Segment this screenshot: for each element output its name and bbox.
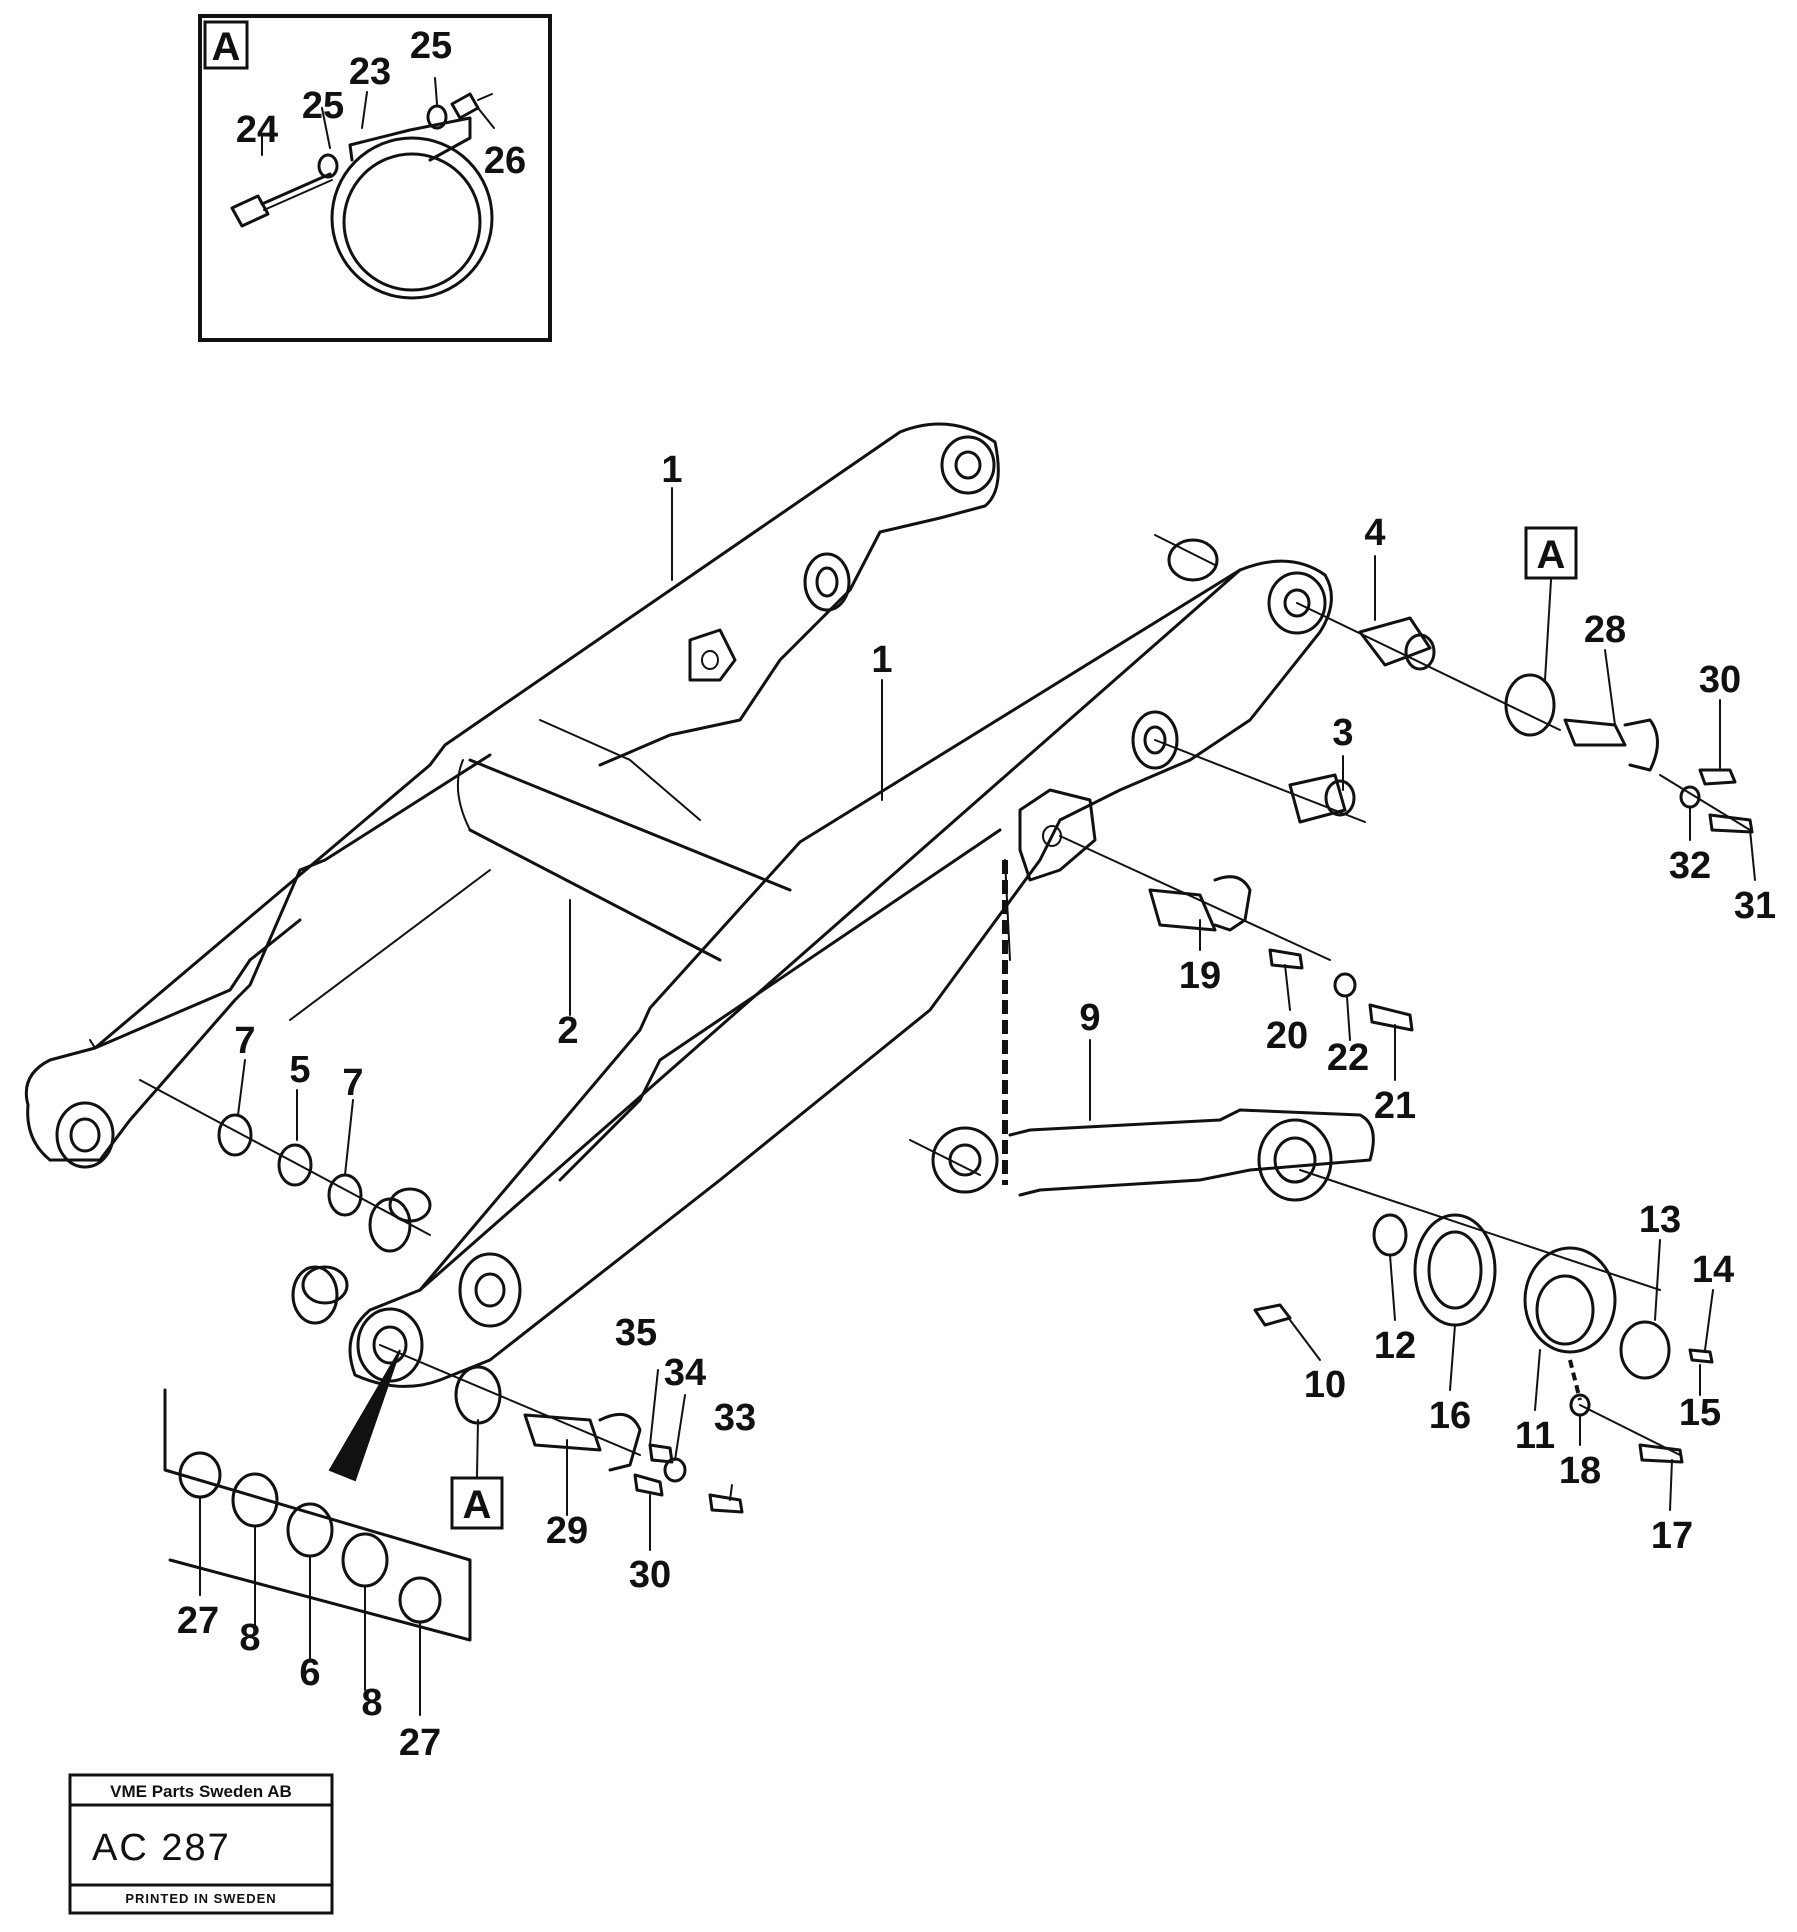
callout-12: 12	[1374, 1325, 1416, 1367]
callout-19: 19	[1179, 955, 1221, 997]
detail-callout-25-right: 25	[410, 25, 452, 67]
grease-nipple-icon	[1253, 1303, 1292, 1327]
cylinder	[909, 860, 1661, 1291]
callout-32: 32	[1669, 845, 1711, 887]
callout-15: 15	[1679, 1392, 1721, 1434]
callout-34: 34	[664, 1352, 706, 1394]
leader-lines	[199, 487, 1756, 1716]
callout-21: 21	[1374, 1085, 1416, 1127]
cross-tube	[456, 719, 792, 962]
clamp-ring-icon	[330, 116, 494, 300]
callout-13: 13	[1639, 1199, 1681, 1241]
title-block-drawing-number: AC 287	[92, 1827, 231, 1869]
callout-7-left: 7	[234, 1020, 255, 1062]
callout-33: 33	[714, 1397, 756, 1439]
callout-27-left: 27	[177, 1600, 219, 1642]
callout-labels: 1 1 2 3 4 5 6 7 7 8 8 9 10 11 12 13 14 1…	[177, 449, 1776, 1764]
detail-a-label: A	[212, 25, 241, 69]
callout-8-left: 8	[239, 1617, 260, 1659]
callout-18: 18	[1559, 1450, 1601, 1492]
callout-4: 4	[1364, 512, 1385, 554]
title-block-printed: PRINTED IN SWEDEN	[125, 1891, 276, 1906]
callout-27-right: 27	[399, 1722, 441, 1764]
callout-14: 14	[1692, 1249, 1734, 1291]
pin-assembly-lower-left	[139, 1079, 432, 1253]
callout-8-right: 8	[361, 1682, 382, 1724]
pin-assembly-lower-centre	[291, 1265, 744, 1514]
callout-1-upper: 1	[661, 449, 682, 491]
callout-7-right: 7	[342, 1062, 363, 1104]
callout-10: 10	[1304, 1364, 1346, 1406]
callout-29: 29	[546, 1510, 588, 1552]
callout-11: 11	[1515, 1415, 1555, 1457]
reference-marker-lower-label: A	[463, 1483, 492, 1527]
reference-marker-upper-label: A	[1537, 533, 1566, 577]
bushing-set	[163, 1349, 472, 1642]
boom-arm-right	[348, 559, 1333, 1388]
callout-9: 9	[1079, 997, 1100, 1039]
detail-callout-25-left: 25	[302, 85, 344, 127]
callout-30-upper: 30	[1699, 659, 1741, 701]
detail-callout-23: 23	[349, 51, 391, 93]
bolt-icon	[230, 153, 339, 228]
boom-arm-left	[24, 422, 1000, 1169]
title-block: VME Parts Sweden AB AC 287 PRINTED IN SW…	[68, 1773, 334, 1915]
callout-1-lower: 1	[871, 639, 892, 681]
callout-17: 17	[1651, 1515, 1693, 1557]
callout-5: 5	[289, 1049, 310, 1091]
callout-20: 20	[1266, 1015, 1308, 1057]
detail-callout-24: 24	[236, 109, 278, 151]
callout-28: 28	[1584, 609, 1626, 651]
detail-callout-26: 26	[484, 140, 526, 182]
callout-2: 2	[557, 1010, 578, 1052]
callout-31: 31	[1734, 885, 1776, 927]
callout-6: 6	[299, 1652, 320, 1694]
callout-22: 22	[1327, 1037, 1369, 1079]
detail-a-inset: A 23 25 25 24 26	[198, 14, 552, 342]
reference-marker-upper: A	[1524, 526, 1578, 681]
pin-assembly-upper-right	[1154, 534, 1754, 834]
reference-marker-lower: A	[450, 1419, 504, 1530]
callout-30-lower: 30	[629, 1554, 671, 1596]
pin-assembly-centre	[1059, 835, 1414, 1032]
callout-35: 35	[615, 1312, 657, 1354]
callout-16: 16	[1429, 1395, 1471, 1437]
title-block-company: VME Parts Sweden AB	[110, 1782, 292, 1801]
callout-3: 3	[1332, 712, 1353, 754]
